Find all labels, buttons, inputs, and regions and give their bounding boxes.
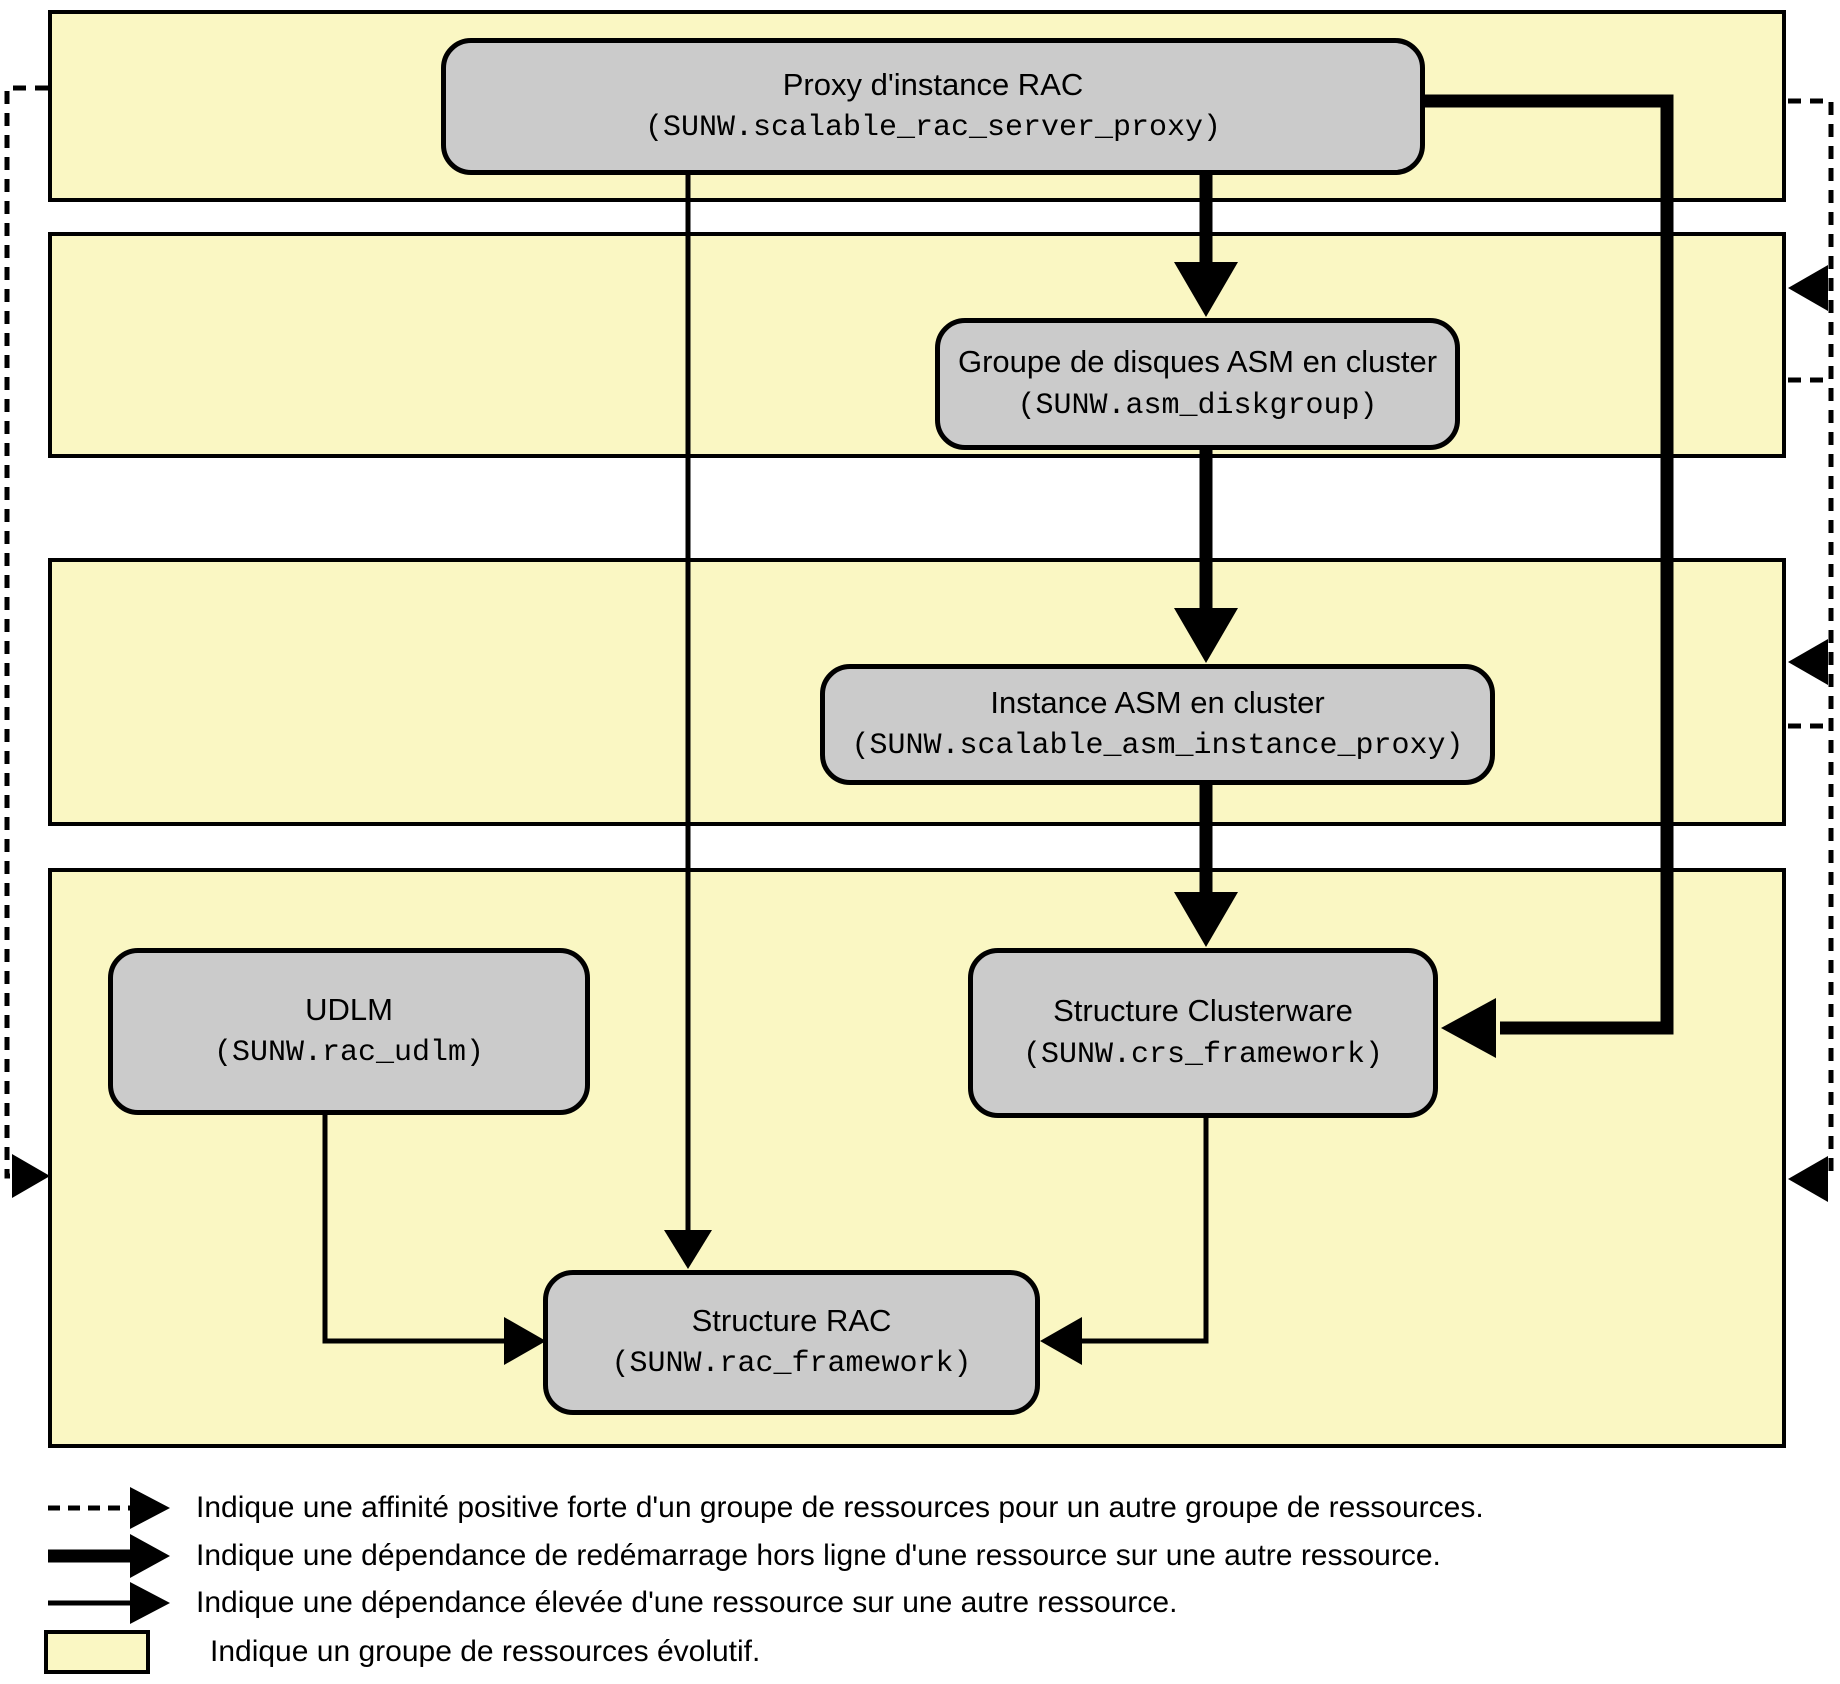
legend-row-offline-restart-dependency: Indique une dépendance de redémarrage ho… — [44, 1533, 1804, 1579]
thick-arrow-icon — [48, 1534, 170, 1578]
legend-row-scalable-resource-group: Indique un groupe de ressources évolutif… — [44, 1629, 1804, 1675]
node-title: Structure Clusterware — [1053, 993, 1353, 1029]
dashed-arrow-icon — [48, 1487, 170, 1529]
node-rac-framework: Structure RAC (SUNW.rac_framework) — [543, 1270, 1040, 1415]
node-title: Instance ASM en cluster — [990, 684, 1325, 720]
node-asm-instance: Instance ASM en cluster (SUNW.scalable_a… — [820, 664, 1495, 785]
line-crs-to-racframework — [1080, 1116, 1209, 1344]
arrowhead-into-crs-icon — [1441, 998, 1496, 1058]
strong-affinity-lines — [4, 85, 1834, 1202]
legend-row-strong-affinity: Indique une affinité positive forte d'un… — [44, 1485, 1804, 1531]
arrowhead-into-racframework-left-icon — [504, 1317, 546, 1365]
node-rac-instance-proxy: Proxy d'instance RAC (SUNW.scalable_rac_… — [441, 38, 1425, 175]
offline-restart-dependency-lines — [1174, 94, 1674, 1058]
legend-row-high-dependency: Indique une dépendance élevée d'une ress… — [44, 1580, 1804, 1626]
legend-text: Indique une affinité positive forte d'un… — [196, 1491, 1484, 1524]
node-title: Groupe de disques ASM en cluster — [957, 344, 1438, 380]
affinity-arrowhead-left-into-band4-icon — [12, 1154, 50, 1198]
node-subtitle: (SUNW.scalable_asm_instance_proxy) — [851, 729, 1464, 764]
line-udlm-to-racframework — [322, 1113, 506, 1344]
line-proxy-to-crs — [1425, 94, 1674, 1035]
node-subtitle: (SUNW.rac_framework) — [611, 1347, 972, 1382]
affinity-arrowhead-into-band2-icon — [1788, 265, 1828, 311]
legend-text: Indique une dépendance de redémarrage ho… — [196, 1539, 1441, 1572]
arrowhead-into-racframework-right-icon — [1040, 1317, 1082, 1365]
arrowhead-into-diskgroup-icon — [1174, 262, 1238, 317]
node-subtitle: (SUNW.rac_udlm) — [213, 1036, 485, 1071]
thin-arrow-icon — [48, 1582, 170, 1624]
legend-text: Indique un groupe de ressources évolutif… — [210, 1635, 761, 1668]
node-subtitle: (SUNW.crs_framework) — [1022, 1037, 1384, 1072]
legend-text: Indique une dépendance élevée d'une ress… — [196, 1586, 1178, 1619]
high-dependency-lines — [322, 173, 1209, 1365]
node-udlm: UDLM (SUNW.rac_udlm) — [108, 948, 590, 1115]
node-clusterware-framework: Structure Clusterware (SUNW.crs_framewor… — [968, 948, 1438, 1118]
node-subtitle: (SUNW.scalable_rac_server_proxy) — [644, 111, 1222, 146]
node-title: Proxy d'instance RAC — [782, 66, 1084, 102]
arrowhead-into-racframework-top-icon — [664, 1230, 712, 1269]
node-title: UDLM — [305, 991, 393, 1027]
node-title: Structure RAC — [691, 1302, 892, 1338]
affinity-arrowhead-into-band3-icon — [1788, 639, 1828, 685]
affinity-arrowhead-into-band4-icon — [1788, 1156, 1828, 1202]
node-subtitle: (SUNW.asm_diskgroup) — [1017, 388, 1378, 423]
affinity-line-right — [1788, 98, 1834, 1179]
arrowhead-into-crs-top-icon — [1174, 892, 1238, 947]
node-asm-diskgroup: Groupe de disques ASM en cluster (SUNW.a… — [935, 318, 1460, 450]
affinity-line-left — [4, 85, 48, 1179]
scalable-group-swatch-icon — [44, 1630, 150, 1674]
arrowhead-into-asminstance-icon — [1174, 608, 1238, 663]
resource-group-band-asm-diskgroup — [48, 232, 1786, 458]
